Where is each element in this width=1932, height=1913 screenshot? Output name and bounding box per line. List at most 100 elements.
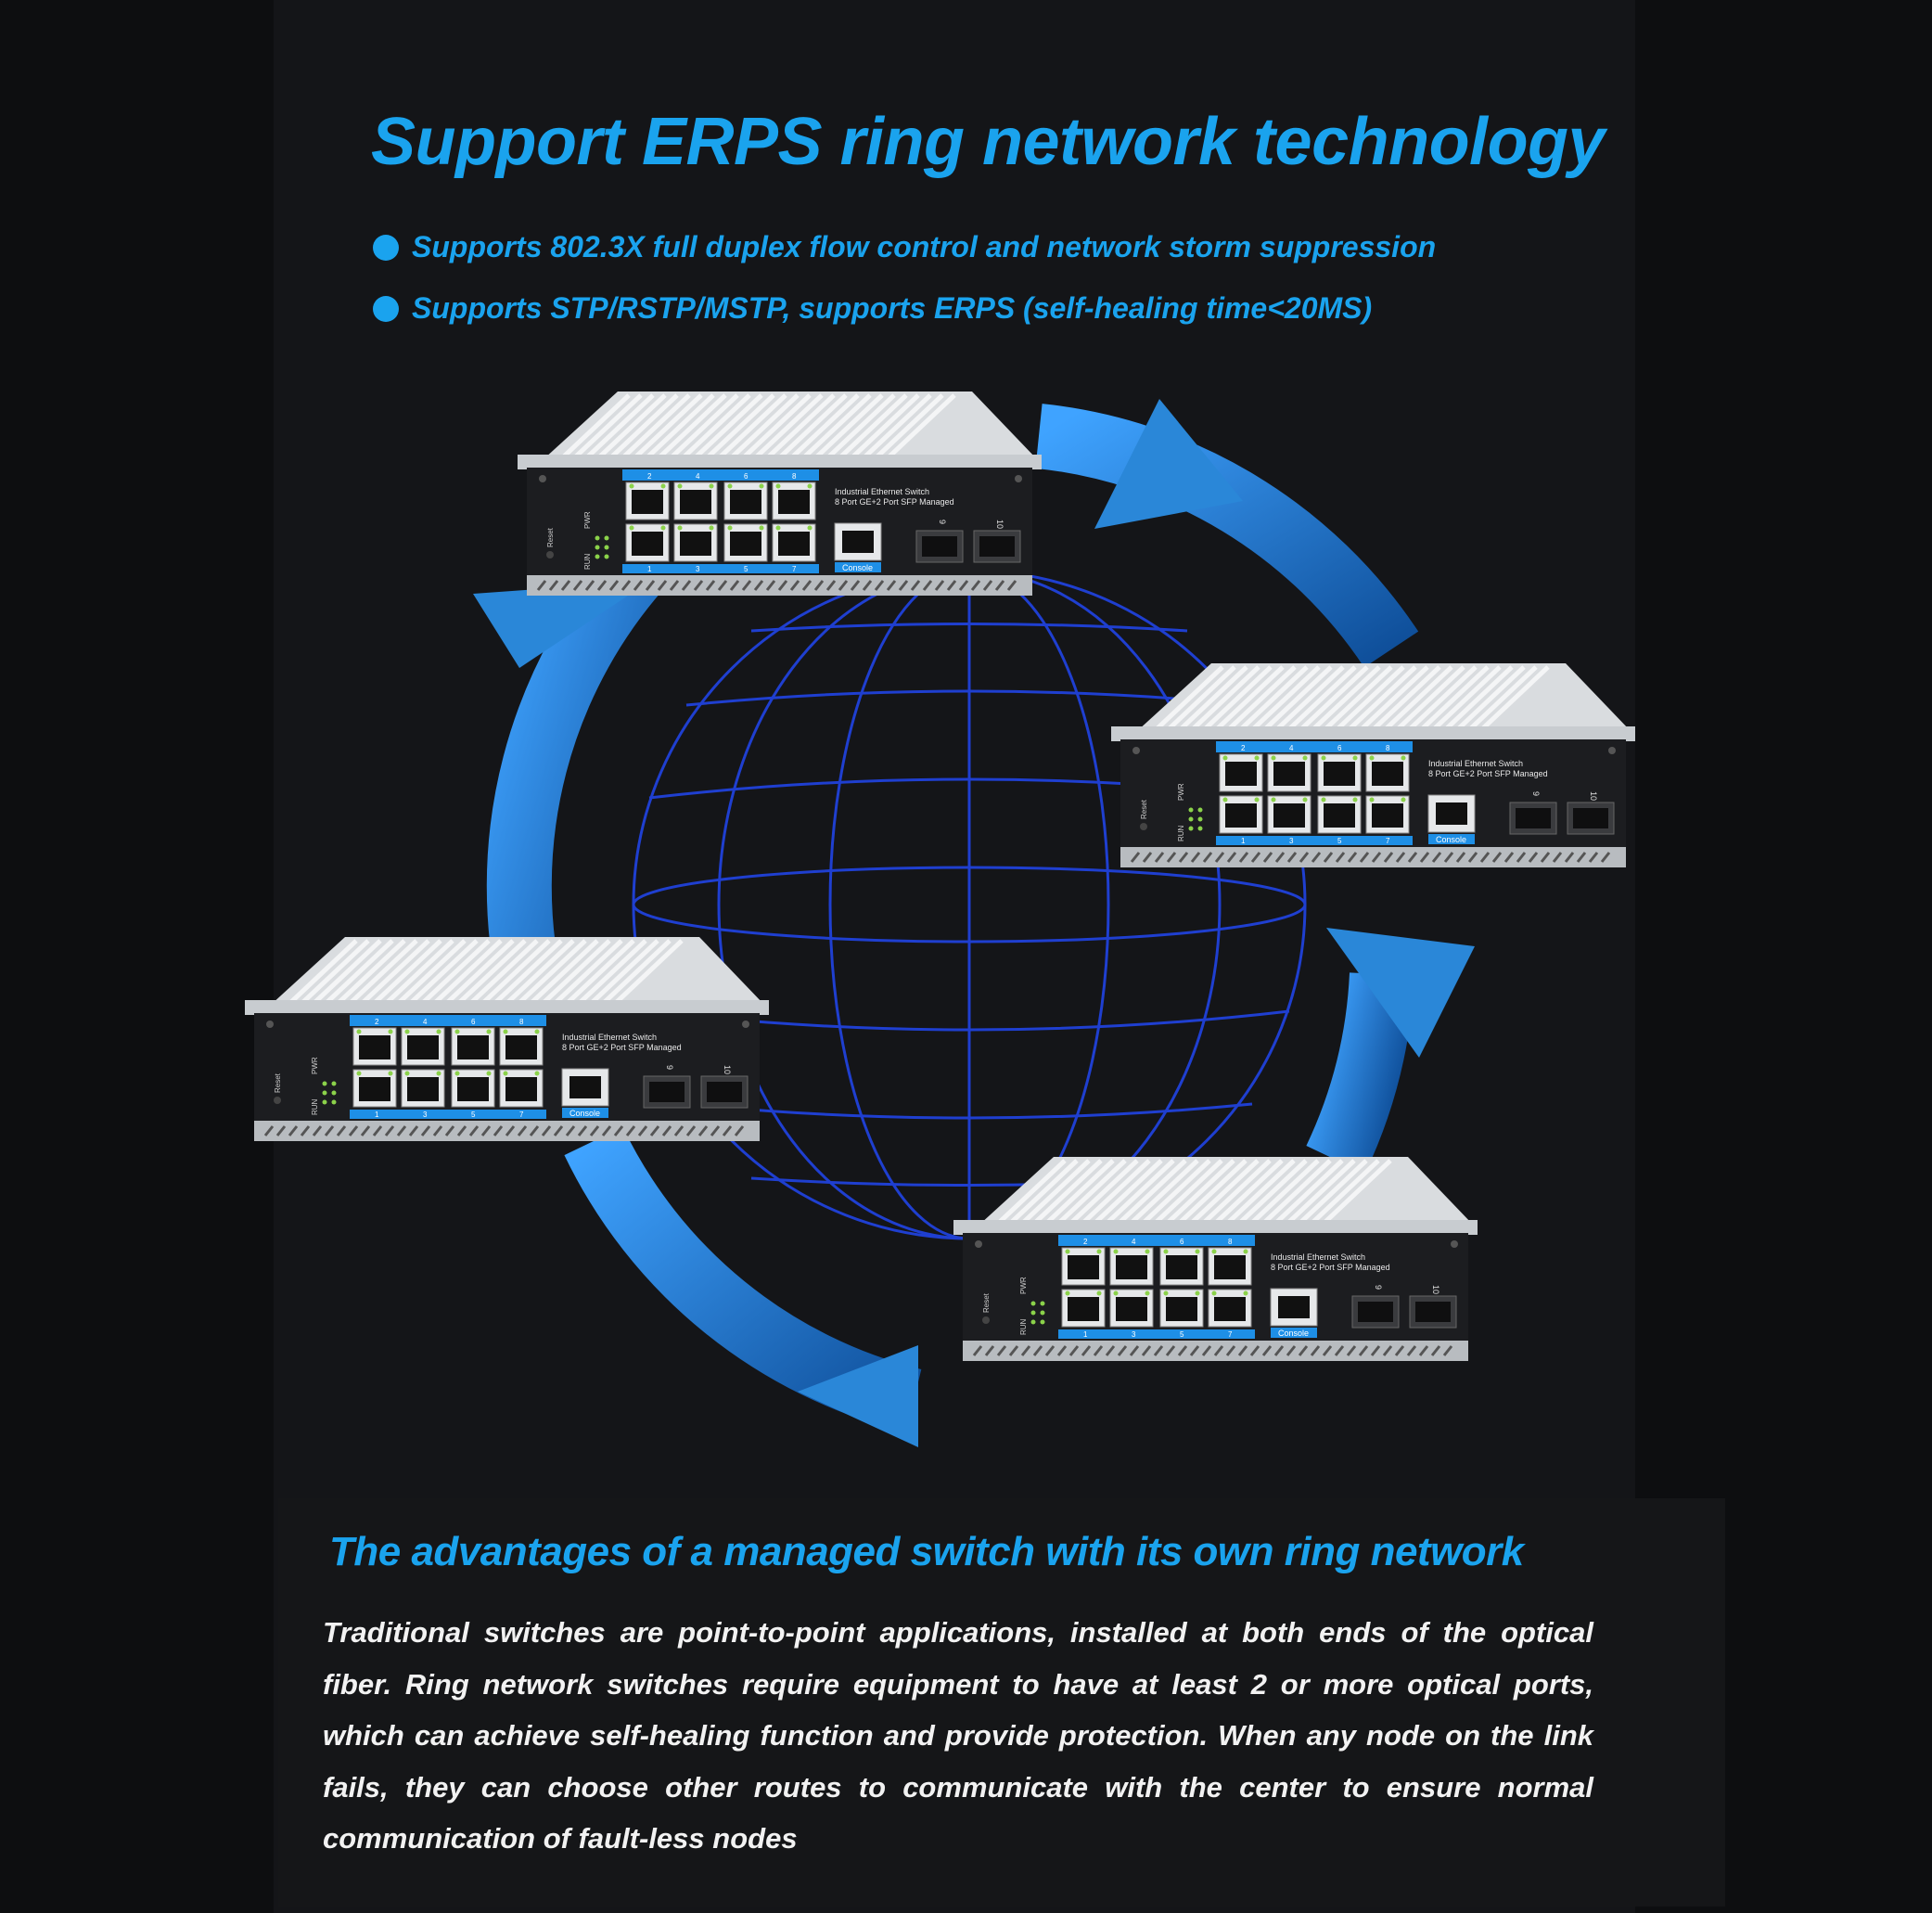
vent-slot (1032, 1345, 1043, 1356)
vent-slot (1395, 852, 1406, 863)
port-number: 8 (1386, 744, 1390, 752)
vent-slot (1273, 1345, 1285, 1356)
status-led (1030, 1319, 1036, 1325)
rj45-socket (407, 1035, 439, 1059)
vent-slot (1202, 852, 1213, 863)
port-led (775, 525, 781, 531)
heatsink-fin (659, 393, 727, 458)
vent-slot (874, 580, 885, 591)
bullet-dot-icon (373, 295, 399, 322)
device-model: 8 Port GE+2 Port SFP Managed (1428, 769, 1548, 778)
status-led (1188, 816, 1194, 822)
vent-slot (789, 580, 800, 591)
rj45-socket (1116, 1297, 1147, 1321)
switch-rim (518, 455, 1042, 469)
console-socket (1278, 1296, 1310, 1318)
port-led (388, 1029, 393, 1034)
vent-slot (1226, 852, 1237, 863)
heatsink-fin (779, 393, 848, 458)
heatsink-fin (1421, 665, 1490, 730)
vent-slot (922, 580, 933, 591)
heatsink-fin (301, 939, 370, 1004)
heatsink-fin (1324, 1159, 1392, 1224)
port-led (1096, 1290, 1102, 1296)
heatsink-fin (1240, 665, 1309, 730)
port-led (1271, 797, 1276, 802)
vent-slot (1286, 852, 1298, 863)
sfp-socket (1516, 808, 1551, 828)
heatsink-fin (827, 393, 896, 458)
vent-slot (1358, 1345, 1369, 1356)
vent-slot (1552, 852, 1563, 863)
vent-slot (601, 1125, 612, 1136)
rj45-socket (730, 532, 761, 556)
rj45-socket (1116, 1255, 1147, 1279)
heatsink-fin (518, 939, 587, 1004)
rj45-socket (505, 1077, 537, 1101)
port-led (1113, 1290, 1119, 1296)
port-led (436, 1071, 441, 1076)
rj45-socket (1214, 1255, 1246, 1279)
heatsink-fin (603, 939, 672, 1004)
heatsink-fin (1337, 665, 1405, 730)
vent-slot (669, 580, 680, 591)
vent-slot (1201, 1345, 1212, 1356)
sfp-number: 10 (995, 520, 1004, 529)
port-led (1243, 1290, 1248, 1296)
heatsink-fin (1034, 1159, 1103, 1224)
vent-slot (649, 1125, 660, 1136)
vent-slot (1600, 852, 1611, 863)
vent-slot (984, 1345, 995, 1356)
heatsink-fin (888, 393, 956, 458)
heatsink-fin (1299, 1159, 1368, 1224)
vent-slot (300, 1125, 311, 1136)
port-strip-top (1058, 1235, 1255, 1246)
console-socket (569, 1076, 601, 1098)
sfp-socket (922, 536, 957, 557)
port-led (1401, 755, 1406, 761)
rj45-socket (1273, 803, 1305, 828)
port-number: 1 (1241, 837, 1246, 845)
heatsink-fin (386, 939, 454, 1004)
heatsink-fin (434, 939, 503, 1004)
status-led (604, 535, 609, 541)
heatsink-fin (1349, 665, 1417, 730)
rj45-socket (1225, 762, 1257, 786)
status-led (1040, 1310, 1045, 1316)
vent-slot (565, 1125, 576, 1136)
rj45-socket (457, 1077, 489, 1101)
vent-slot (1431, 852, 1442, 863)
advantages-title: The advantages of a managed switch with … (329, 1529, 1524, 1574)
heatsink-fin (610, 393, 679, 458)
heatsink-fin (543, 939, 611, 1004)
port-led (759, 483, 764, 489)
port-strip-top (1216, 741, 1413, 752)
rj45-socket (359, 1077, 390, 1101)
status-led (322, 1090, 327, 1096)
port-number: 4 (1132, 1238, 1136, 1246)
heatsink-fin (719, 393, 787, 458)
console-socket (842, 531, 874, 553)
rj45-socket (1214, 1297, 1246, 1321)
port-led (709, 483, 714, 489)
heatsink-fin (289, 939, 358, 1004)
port-led (503, 1029, 508, 1034)
status-led (322, 1081, 327, 1086)
vent-slot (1334, 1345, 1345, 1356)
screw (1451, 1240, 1458, 1248)
heatsink-fin (1276, 665, 1345, 730)
vent-slot (1491, 852, 1503, 863)
port-led (1145, 1290, 1150, 1296)
vent-slot (1238, 852, 1249, 863)
vent-slot (372, 1125, 383, 1136)
screw (1608, 747, 1616, 754)
vent-slot (360, 1125, 371, 1136)
port-led (727, 483, 733, 489)
heatsink-fin (350, 939, 418, 1004)
port-number: 7 (1228, 1330, 1233, 1339)
heatsink-fin (422, 939, 491, 1004)
rj45-socket (778, 490, 810, 514)
vent-slot (1323, 852, 1334, 863)
